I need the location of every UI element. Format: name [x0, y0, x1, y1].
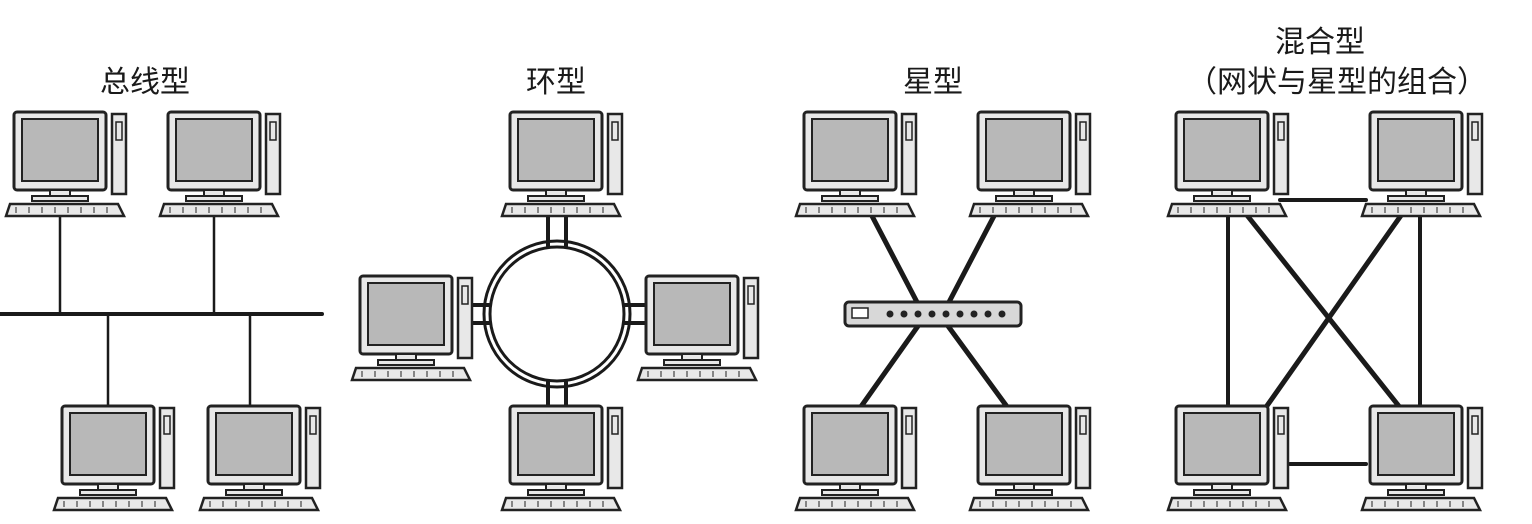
hub-switch	[843, 300, 1023, 328]
computer	[1360, 404, 1484, 512]
computer	[968, 404, 1092, 512]
computer	[794, 404, 918, 512]
computer	[500, 110, 624, 218]
star-link	[945, 323, 1011, 411]
star-link	[869, 213, 921, 307]
hybrid-link	[1243, 211, 1405, 413]
computer	[968, 110, 1092, 218]
star-link	[945, 213, 997, 307]
bus-title: 总线型	[100, 65, 190, 100]
hybrid-title: 混合型	[1275, 25, 1365, 60]
hybrid-subtitle: （网状与星型的组合）	[1187, 65, 1487, 100]
star-title: 星型	[903, 65, 963, 100]
computer	[500, 404, 624, 512]
ring-title: 环型	[526, 65, 586, 100]
star-link	[857, 323, 921, 411]
hybrid-link	[1261, 211, 1405, 413]
computer	[1166, 404, 1290, 512]
computer	[198, 404, 322, 512]
computer	[636, 274, 760, 382]
computer	[1166, 110, 1290, 218]
computer	[52, 404, 176, 512]
computer	[794, 110, 918, 218]
computer	[4, 110, 128, 218]
computer	[350, 274, 474, 382]
computer	[158, 110, 282, 218]
computer	[1360, 110, 1484, 218]
